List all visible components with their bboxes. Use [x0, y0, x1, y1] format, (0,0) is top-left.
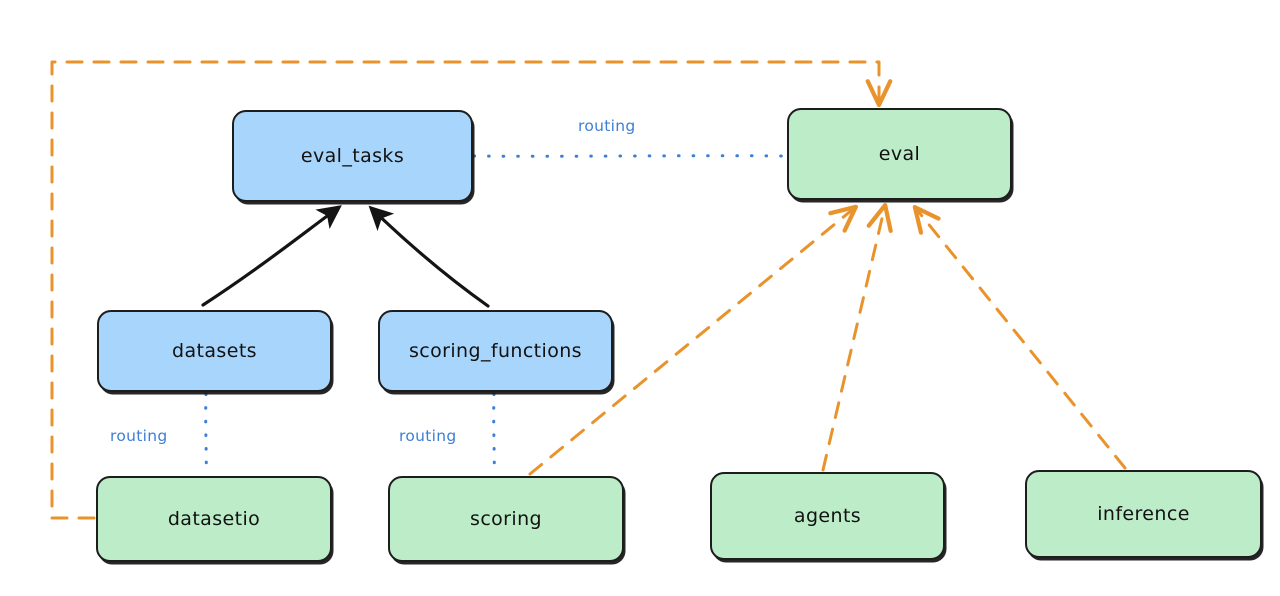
node-agents[interactable]: agents	[710, 472, 945, 560]
edge-datasets-eval_tasks	[201, 205, 342, 307]
node-label: eval_tasks	[300, 145, 405, 167]
node-label: datasets	[172, 340, 257, 362]
node-inference[interactable]: inference	[1025, 470, 1262, 558]
node-scoring[interactable]: scoring	[388, 476, 624, 562]
node-scoring-functions[interactable]: scoring_functions	[378, 310, 613, 392]
edge-eval_tasks-eval	[472, 154, 788, 158]
composition-edges	[201, 205, 490, 308]
edge-agents-eval	[821, 203, 893, 472]
edge-datasets-datasetio	[204, 392, 208, 476]
node-label: eval	[878, 143, 921, 165]
node-label: inference	[1097, 503, 1190, 525]
node-label: scoring_functions	[409, 340, 582, 362]
node-eval-tasks[interactable]: eval_tasks	[232, 110, 473, 202]
node-label: datasetio	[167, 508, 261, 530]
node-datasets[interactable]: datasets	[97, 310, 332, 392]
edge-label-routing-eval: routing	[578, 117, 636, 135]
edge-scoring_functions-eval_tasks	[368, 205, 490, 308]
edge-inference-eval	[912, 204, 1127, 470]
edge-label-routing-scoring: routing	[399, 427, 457, 445]
edge-label-routing-datasetio: routing	[110, 427, 168, 445]
edge-scoring_functions-scoring	[492, 392, 496, 476]
node-label: agents	[793, 505, 862, 527]
node-label: scoring	[470, 508, 542, 530]
node-eval[interactable]: eval	[787, 108, 1012, 200]
node-datasetio[interactable]: datasetio	[96, 476, 332, 562]
